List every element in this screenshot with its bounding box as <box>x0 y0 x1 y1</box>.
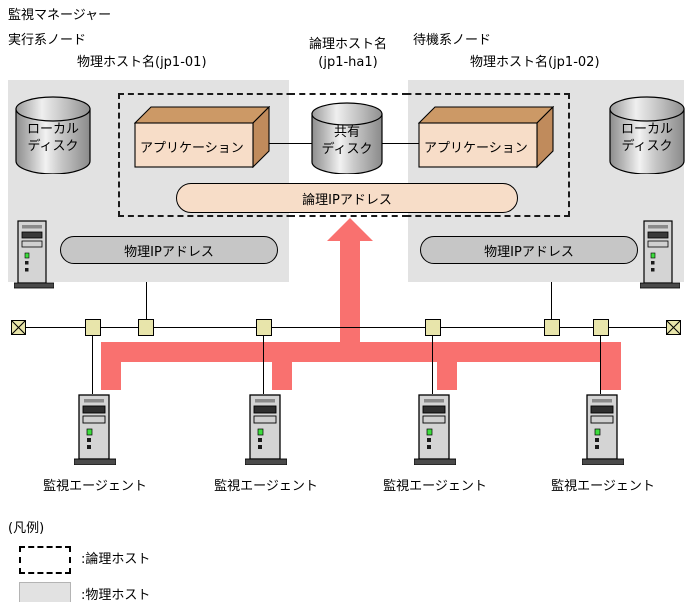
network-node-1 <box>85 319 101 336</box>
logical-ip-address-label: 論理IPアドレス <box>302 192 392 208</box>
application-box-standby: アプリケーション <box>418 106 554 168</box>
active-node-label: 実行系ノード <box>8 33 87 48</box>
highlight-branch-agent-4 <box>601 342 621 390</box>
physical-ip-address-label-active: 物理IPアドレス <box>124 244 214 260</box>
local-disk-active: ローカル ディスク <box>14 96 92 174</box>
node-tower-active <box>14 219 54 289</box>
network-node-5 <box>544 319 560 336</box>
local-disk-text-standby-l1: ローカル <box>620 122 673 137</box>
network-node-2 <box>138 319 154 336</box>
active-physical-host-name: 物理ホスト名(jp1-01) <box>77 55 207 70</box>
network-node-3 <box>256 319 272 336</box>
agent-label-4: 監視エージェント <box>551 479 655 494</box>
agent-tower-3 <box>414 393 456 465</box>
agent-tower-4 <box>582 393 624 465</box>
agent-label-1: 監視エージェント <box>43 479 147 494</box>
agent-label-3: 監視エージェント <box>383 479 487 494</box>
physical-ip-address-bar-standby: 物理IPアドレス <box>420 236 638 264</box>
agent-tower-2 <box>245 393 287 465</box>
legend-label-physical-host: :物理ホスト <box>81 588 151 602</box>
logical-frame-top-segment <box>289 93 408 95</box>
logical-host-label: 論理ホスト名 <box>308 37 387 52</box>
network-node-4 <box>425 319 441 336</box>
agent-label-2: 監視エージェント <box>214 479 318 494</box>
connector-app-to-shared-right <box>382 143 424 144</box>
drop-line-agent-1 <box>92 336 93 394</box>
standby-physical-host-name: 物理ホスト名(jp1-02) <box>470 55 600 70</box>
legend-label-logical-host: :論理ホスト <box>81 552 151 567</box>
legend-heading: (凡例) <box>8 521 45 536</box>
legend-swatch-logical-host <box>19 546 71 574</box>
application-label-standby: アプリケーション <box>424 141 528 156</box>
node-tower-standby <box>640 219 680 289</box>
network-node-6 <box>593 319 609 336</box>
agent-tower-1 <box>74 393 116 465</box>
network-terminator-left <box>11 320 26 335</box>
highlight-bus-horizontal <box>101 342 621 362</box>
standby-node-label: 待機系ノード <box>413 33 492 48</box>
physical-ip-address-label-standby: 物理IPアドレス <box>484 244 574 260</box>
drop-line-agent-4 <box>600 336 601 394</box>
shared-disk-text-l1: 共有 <box>333 125 360 140</box>
drop-line-agent-2 <box>263 336 264 394</box>
network-terminator-right <box>666 320 681 335</box>
connector-app-to-shared-left <box>268 143 312 144</box>
highlight-branch-agent-3 <box>437 342 457 390</box>
drop-line-agent-3 <box>432 336 433 394</box>
logical-host-name: (jp1-ha1) <box>318 55 378 70</box>
drop-line-active-host <box>146 282 147 320</box>
local-disk-standby: ローカル ディスク <box>608 96 686 174</box>
diagram-title: 監視マネージャー <box>8 8 112 23</box>
highlight-branch-agent-1 <box>101 342 121 390</box>
highlight-stem-vertical <box>340 236 360 344</box>
shared-disk: 共有 ディスク <box>310 102 384 174</box>
local-disk-text-standby-l2: ディスク <box>621 139 673 154</box>
application-label-active: アプリケーション <box>140 141 244 156</box>
drop-line-standby-host <box>551 282 552 320</box>
highlight-arrowhead <box>326 218 374 242</box>
logical-ip-address-bar: 論理IPアドレス <box>176 183 518 213</box>
logical-frame-bottom-segment <box>289 215 408 217</box>
local-disk-text-active-l2: ディスク <box>27 139 79 154</box>
legend-swatch-physical-host <box>19 582 71 602</box>
network-bus-line <box>16 327 676 328</box>
shared-disk-text-l2: ディスク <box>321 142 373 157</box>
physical-ip-address-bar-active: 物理IPアドレス <box>60 236 278 264</box>
local-disk-text-active-l1: ローカル <box>26 122 79 137</box>
application-box-active: アプリケーション <box>134 106 270 168</box>
highlight-branch-agent-2 <box>272 342 292 390</box>
